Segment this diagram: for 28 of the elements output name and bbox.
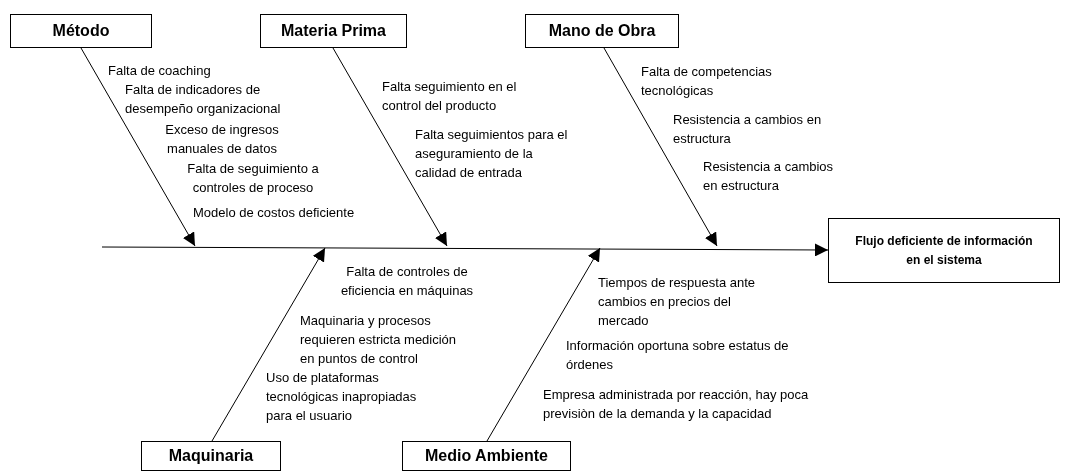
cause-text: Resistencia a cambios en estructura [673, 111, 823, 148]
cause-text: Falta seguimientos para el aseguramiento de la calidad de entrada [415, 126, 569, 182]
branch-arrow [211, 247, 326, 442]
cause-text: Maquinaria y procesos requieren estricta medición en puntos de control [300, 312, 458, 368]
cause-text: Tiempos de respuesta ante cambios en precios del mercado [598, 274, 757, 330]
branch-arrow [486, 247, 601, 442]
category-box: Mano de Obra [525, 14, 679, 48]
category-box: Materia Prima [260, 14, 407, 48]
cause-text: Falta de coaching [108, 62, 212, 80]
cause-text: Exceso de ingresos manuales de datos [164, 121, 280, 158]
branch-arrow [332, 47, 448, 247]
spine-arrow [101, 243, 829, 257]
cause-text: Falta de competencias tecnológicas [641, 63, 773, 100]
cause-text: Uso de plataformas tecnológicas inapropiadas para el usuario [266, 369, 418, 425]
cause-text: Información oportuna sobre estatus de órdenes [566, 337, 790, 374]
cause-text: Falta de seguimiento a controles de proceso [186, 160, 320, 197]
effect-box: Flujo deficiente de información en el sistema [828, 218, 1060, 283]
cause-text: Falta seguimiento en el control del producto [382, 78, 518, 115]
branch-arrow [603, 47, 718, 247]
category-box: Maquinaria [141, 441, 281, 471]
category-box: Método [10, 14, 152, 48]
cause-text: Resistencia a cambios en estructura [703, 158, 835, 195]
cause-text: Falta de controles de eficiencia en máquinas [339, 263, 475, 300]
category-box: Medio Ambiente [402, 441, 571, 471]
cause-text: Empresa administrada por reacción, hay poca previsiòn de la demanda y la capacidad [543, 386, 810, 423]
cause-text: Falta de indicadores de desempeño organizacional [125, 81, 282, 118]
branch-arrow [80, 47, 196, 247]
cause-text: Modelo de costos deficiente [193, 204, 356, 222]
